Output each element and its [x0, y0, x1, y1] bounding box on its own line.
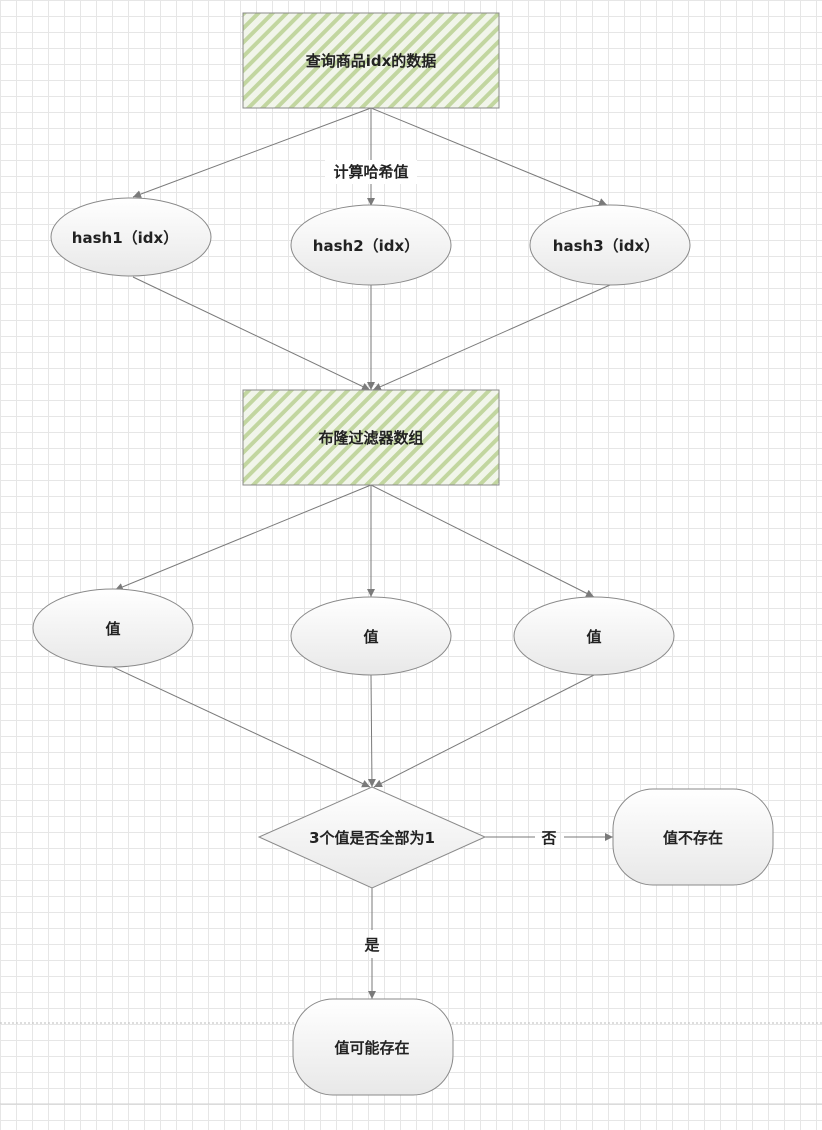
edge-label-yes: 是 [363, 936, 380, 954]
node-hash1: hash1（idx） [50, 197, 212, 277]
edge-label-no: 否 [540, 829, 556, 847]
edge-val2-to-decision [367, 674, 376, 788]
edge-hash3-to-bloom [372, 284, 611, 391]
edge-label-compute-hash: 计算哈希值 [333, 163, 408, 181]
node-hash3-label: hash3（idx） [553, 237, 659, 255]
edge-query-to-hash3 [370, 107, 608, 206]
node-val3: 值 [513, 596, 675, 676]
edge-label-bg [325, 160, 417, 184]
node-hash3: hash3（idx） [529, 204, 691, 286]
node-bloom-filter: 布隆过滤器数组 [242, 389, 500, 486]
node-val2-label: 值 [363, 628, 378, 646]
edge-bloom-to-val3 [370, 484, 595, 598]
node-not-exist: 值不存在 [612, 788, 774, 886]
node-val1: 值 [32, 588, 194, 668]
node-bloom-label: 布隆过滤器数组 [318, 429, 423, 447]
edge-val1-to-decision [112, 666, 371, 788]
node-hash2: hash2（idx） [290, 204, 452, 286]
node-val1-label: 值 [105, 620, 120, 638]
node-hash1-label: hash1（idx） [72, 229, 178, 247]
node-not-exist-label: 值不存在 [663, 829, 723, 847]
node-decision-label: 3个值是否全部为1 [309, 829, 435, 847]
edge-hash1-to-bloom [132, 276, 371, 391]
node-decision: 3个值是否全部为1 [257, 786, 487, 889]
edge-val3-to-decision [373, 674, 595, 788]
node-query: 查询商品idx的数据 [242, 12, 500, 109]
node-maybe-exist: 值可能存在 [292, 998, 454, 1096]
node-hash2-label: hash2（idx） [313, 237, 419, 255]
node-maybe-exist-label: 值可能存在 [334, 1039, 409, 1057]
node-val2: 值 [290, 596, 452, 676]
node-val3-label: 值 [586, 628, 601, 646]
edge-query-to-hash1 [132, 107, 372, 198]
edge-bloom-to-val1 [114, 484, 372, 591]
node-query-label: 查询商品idx的数据 [306, 52, 437, 70]
